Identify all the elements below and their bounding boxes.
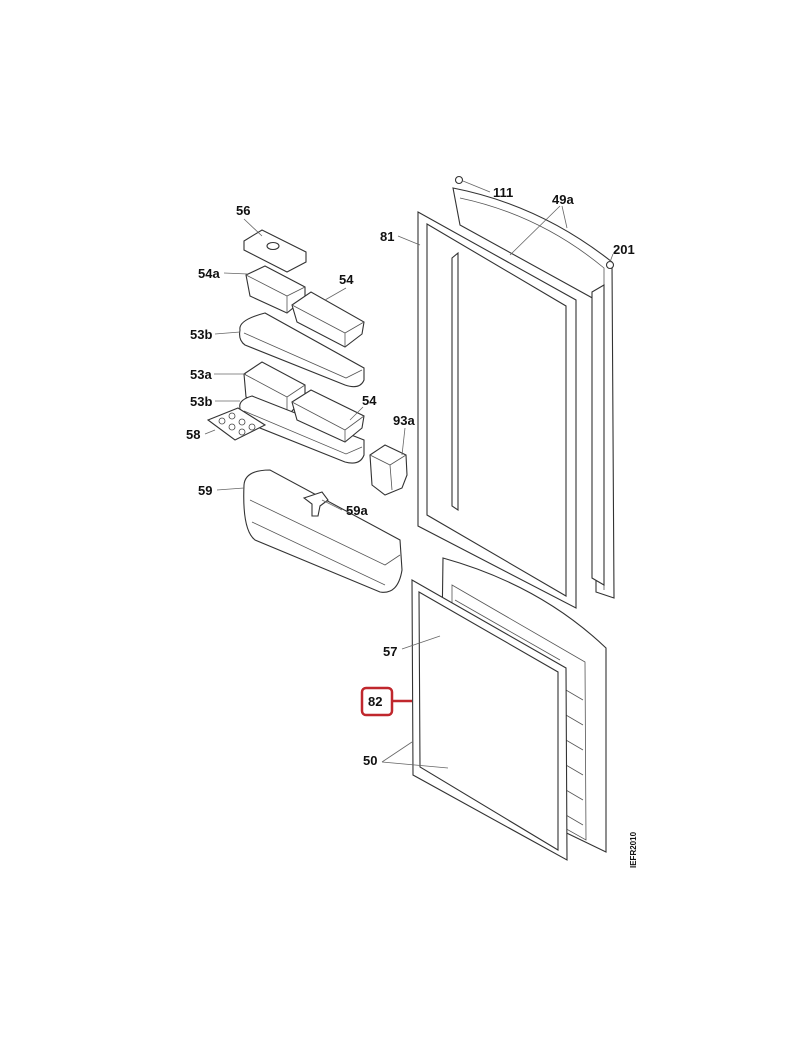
drawing-code: IEFR2010: [629, 831, 638, 868]
label-53a[interactable]: 53a: [190, 367, 212, 382]
small-box-54-bottom: [291, 389, 365, 443]
label-81[interactable]: 81: [380, 229, 394, 244]
highlight-box-82: [360, 686, 394, 717]
label-82[interactable]: 82: [368, 694, 382, 709]
label-57[interactable]: 57: [383, 644, 397, 659]
label-59[interactable]: 59: [198, 483, 212, 498]
label-58[interactable]: 58: [186, 427, 200, 442]
lower-door-gasket: [411, 579, 568, 861]
butter-dish-lid: [243, 229, 307, 273]
leader-lines: [204, 180, 614, 769]
label-50[interactable]: 50: [363, 753, 377, 768]
label-54a[interactable]: 54a: [198, 266, 220, 281]
label-53b-bottom[interactable]: 53b: [190, 394, 212, 409]
upper-door-gasket: [417, 211, 577, 609]
label-54-top[interactable]: 54: [339, 272, 354, 287]
bottle-clip-59a: [302, 491, 329, 517]
label-49a[interactable]: 49a: [552, 192, 574, 207]
label-53b-top[interactable]: 53b: [190, 327, 212, 342]
label-111[interactable]: 111: [493, 185, 513, 200]
part-labels: 56 54a 54 53b 53a 53b 54 58 59 59a 93a 8…: [186, 185, 638, 868]
label-201[interactable]: 201: [613, 242, 635, 257]
door-shelf-53b-top: [239, 312, 365, 388]
egg-tray: [206, 407, 267, 441]
small-box-54-top: [291, 291, 365, 348]
label-56[interactable]: 56: [236, 203, 250, 218]
bottle-holder-93a: [369, 444, 408, 496]
hinge-pin-201: [605, 260, 615, 270]
label-59a[interactable]: 59a: [346, 503, 368, 518]
label-54-bottom[interactable]: 54: [362, 393, 377, 408]
hinge-pin-111: [454, 175, 464, 185]
label-93a[interactable]: 93a: [393, 413, 415, 428]
bottle-shelf-59: [243, 469, 403, 593]
